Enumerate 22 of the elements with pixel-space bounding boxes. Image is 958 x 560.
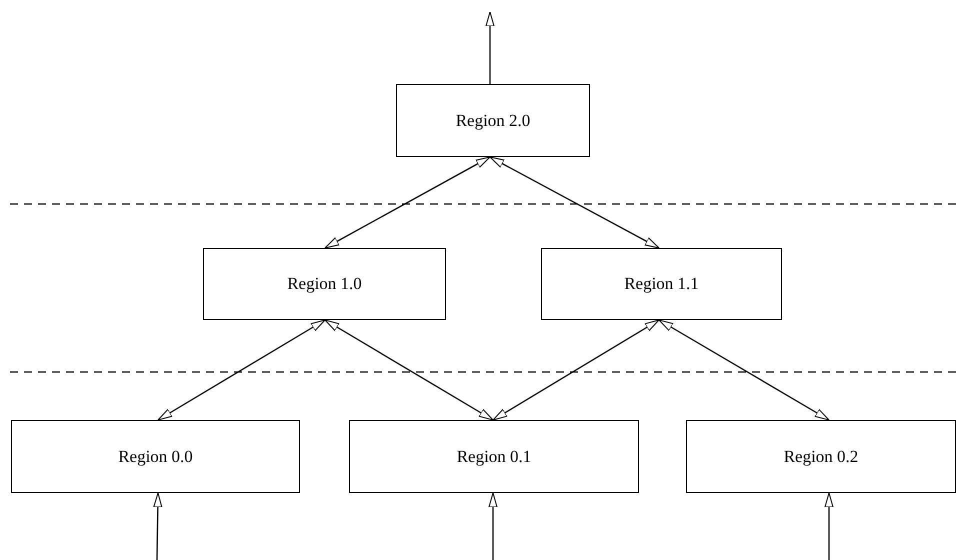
arrow (488, 492, 498, 560)
region-box (349, 420, 639, 493)
region-label: Region 0.1 (456, 446, 532, 466)
region-box (541, 248, 782, 320)
region-label: Region 2.0 (456, 110, 530, 130)
arrow (486, 12, 494, 84)
region-label: Region 0.0 (118, 446, 193, 466)
arrow (324, 319, 494, 421)
region-box (11, 420, 300, 493)
region-box (203, 248, 446, 320)
arrow (324, 156, 490, 249)
region-label: Region 1.0 (287, 274, 362, 294)
arrow (158, 319, 326, 421)
region-label: Region 1.1 (624, 274, 699, 294)
region-label: Region 0.2 (784, 446, 858, 466)
arrow (153, 492, 162, 560)
arrow (490, 156, 660, 249)
arrow (492, 319, 660, 421)
arrow (658, 319, 830, 421)
arrow (824, 492, 834, 560)
region-box (686, 420, 956, 493)
region-box (396, 84, 590, 157)
